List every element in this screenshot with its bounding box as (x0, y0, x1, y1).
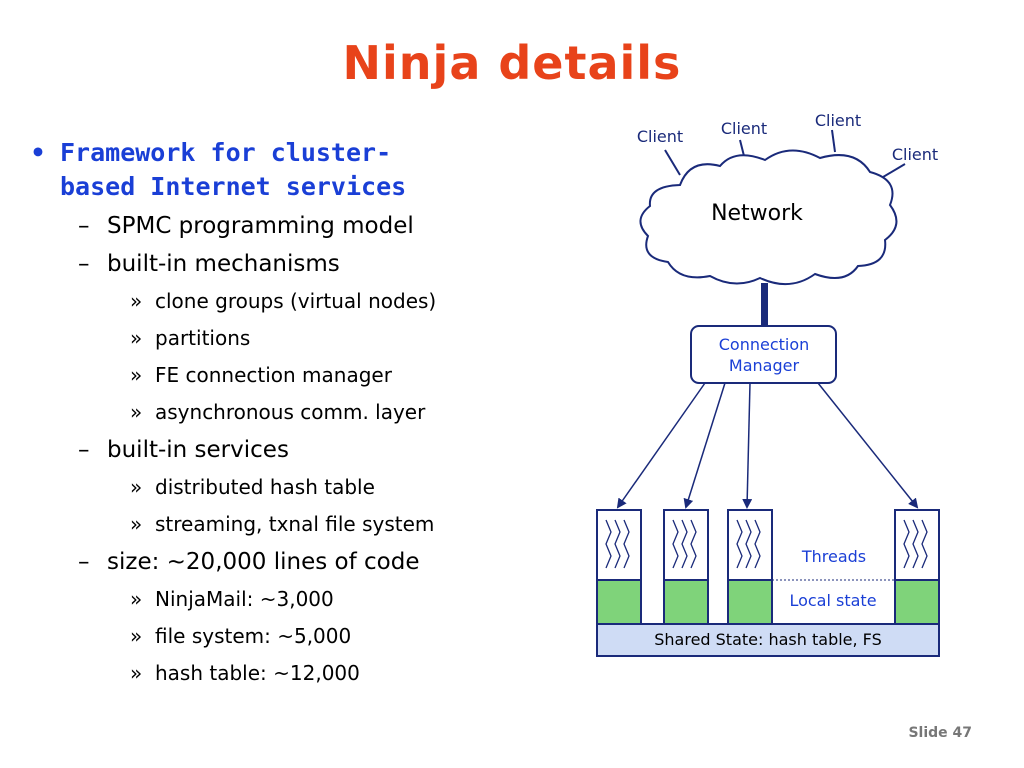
slide-title: Ninja details (342, 36, 682, 90)
sub-sub-bullet: » hash table: ~12,000 (30, 660, 530, 687)
thread-squiggle-icon (672, 519, 697, 569)
sub-bullet-spmc: – SPMC programming model (30, 212, 530, 240)
network-label: Network (711, 201, 803, 226)
slide-number-label: Slide (908, 725, 948, 741)
chevron-marker: » (130, 363, 143, 387)
sub-sub-bullet-text: NinjaMail: ~3,000 (155, 587, 334, 611)
cluster-node (596, 509, 642, 625)
thread-box (727, 509, 773, 581)
main-bullet-line-1: Framework for cluster- (60, 138, 392, 167)
sub-sub-bullet: » clone groups (virtual nodes) (30, 288, 530, 315)
chevron-marker: » (130, 289, 143, 313)
chevron-marker: » (130, 326, 143, 350)
sub-sub-bullet-text: file system: ~5,000 (155, 624, 352, 648)
local-state-box (894, 579, 940, 625)
cluster-node (894, 509, 940, 625)
thread-squiggle-icon (605, 519, 630, 569)
local-state-box (727, 579, 773, 625)
sub-sub-bullet-text: hash table: ~12,000 (155, 661, 360, 685)
chevron-marker: » (130, 587, 143, 611)
sub-bullet-text: size: ~20,000 lines of code (107, 549, 420, 575)
chevron-marker: » (130, 661, 143, 685)
dispatch-arrow (616, 382, 706, 509)
local-state-box (596, 579, 642, 625)
local-state-label: Local state (789, 591, 876, 610)
ninja-architecture-diagram: Network Client Client Client Client Conn… (596, 111, 940, 657)
sub-bullet-services: – built-in services (30, 436, 530, 464)
sub-bullet-text: built-in mechanisms (107, 251, 340, 277)
sub-sub-bullet-text: partitions (155, 326, 251, 350)
client-label: Client (892, 145, 938, 164)
cluster-node (663, 509, 709, 625)
dispatch-arrow (683, 382, 726, 509)
sub-sub-bullet: » streaming, txnal file system (30, 511, 530, 538)
network-uplink (761, 283, 768, 327)
dispatch-arrow (817, 382, 919, 509)
dash-marker: – (78, 437, 90, 463)
network-cloud (639, 149, 898, 285)
sub-sub-bullet: » distributed hash table (30, 474, 530, 501)
client-label: Client (637, 127, 683, 146)
sub-sub-bullet-text: distributed hash table (155, 475, 375, 499)
thread-box (596, 509, 642, 581)
main-bullet: • Framework for cluster- based Internet … (30, 136, 530, 204)
chevron-marker: » (130, 624, 143, 648)
bullet-list: • Framework for cluster- based Internet … (30, 136, 530, 687)
thread-squiggle-icon (903, 519, 928, 569)
client-label: Client (721, 119, 767, 138)
dash-marker: – (78, 251, 90, 277)
sub-sub-bullet-text: asynchronous comm. layer (155, 400, 426, 424)
client-connector-line (664, 149, 681, 176)
chevron-marker: » (130, 475, 143, 499)
thread-squiggle-icon (736, 519, 761, 569)
connection-manager-label-line-1: Connection (719, 335, 810, 354)
sub-sub-bullet-text: FE connection manager (155, 363, 392, 387)
sub-bullet-text: built-in services (107, 437, 289, 463)
thread-box (894, 509, 940, 581)
bullet-marker: • (30, 138, 46, 167)
sub-sub-bullet: » NinjaMail: ~3,000 (30, 586, 530, 613)
shared-state-label: Shared State: hash table, FS (654, 630, 882, 649)
cluster-node (727, 509, 773, 625)
thread-box (663, 509, 709, 581)
dash-marker: – (78, 549, 90, 575)
client-label: Client (815, 111, 861, 130)
sub-bullet-text: SPMC programming model (107, 213, 414, 239)
dash-marker: – (78, 213, 90, 239)
sub-sub-bullet-text: clone groups (virtual nodes) (155, 289, 437, 313)
slide-number: Slide 47 (908, 725, 972, 741)
sub-sub-bullet: » asynchronous comm. layer (30, 399, 530, 426)
threads-label: Threads (801, 547, 866, 566)
sub-sub-bullet: » file system: ~5,000 (30, 623, 530, 650)
connection-manager-box (690, 325, 837, 384)
sub-bullet-size: – size: ~20,000 lines of code (30, 548, 530, 576)
connection-manager-label-line-2: Manager (729, 356, 800, 375)
main-bullet-line-2: based Internet services (60, 172, 407, 201)
slide-number-value: 47 (952, 725, 972, 741)
sub-sub-bullet: » partitions (30, 325, 530, 352)
local-state-box (663, 579, 709, 625)
client-connector-line (831, 129, 836, 153)
sub-sub-bullet: » FE connection manager (30, 362, 530, 389)
sub-sub-bullet-text: streaming, txnal file system (155, 512, 435, 536)
sub-bullet-mechanisms: – built-in mechanisms (30, 250, 530, 278)
chevron-marker: » (130, 512, 143, 536)
chevron-marker: » (130, 400, 143, 424)
dispatch-arrow (742, 382, 753, 509)
